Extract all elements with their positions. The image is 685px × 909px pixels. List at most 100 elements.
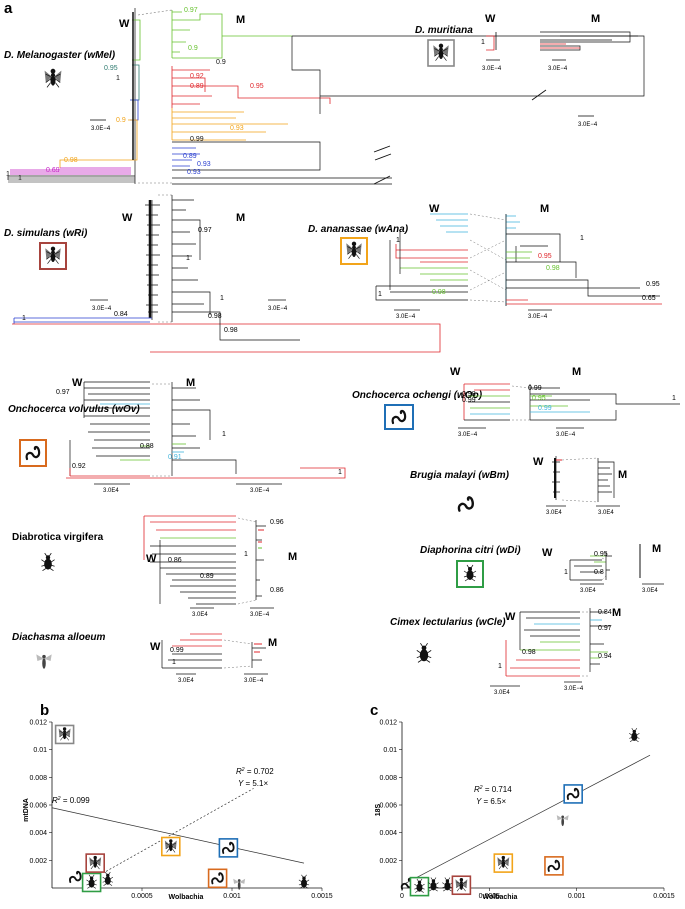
fly-orange-icon [161, 836, 181, 857]
tree-volvulus: W M Onchocerca volvulus (wOv) 0.97 0.88 … [8, 377, 346, 494]
tree-diabrotica: Diabrotica virgifera W M 0.96 0.86 0.89 … [12, 515, 297, 618]
y-tick-label: 0.004 [29, 830, 47, 837]
x-tick-label: 0.001 [568, 893, 586, 900]
taxon-diaphorina: Diaphorina citri (wDi) [420, 545, 521, 556]
x-tick-label: 0.0005 [479, 893, 501, 900]
support-value: 0.88 [140, 443, 154, 450]
support-value: 1 [222, 431, 226, 438]
support-value: 0.97 [198, 227, 212, 234]
scale-bar-label: 3.0E−4 [528, 314, 548, 320]
tree-label-w: W [533, 456, 544, 468]
tree-label-w: W [450, 366, 461, 378]
equation-annotation-b: Y = 5.1× [238, 779, 268, 788]
tree-label-w: W [122, 212, 133, 224]
scale-bar-label: 3.0E−4 [244, 678, 264, 684]
r2-annotation: R2 = 0.714 [474, 785, 512, 794]
scale-bar-label: 3.0E4 [494, 690, 510, 696]
support-value: 0.69 [46, 167, 60, 174]
scale-bar-label: 3.0E4 [178, 678, 194, 684]
tree-label-m: M [236, 14, 245, 26]
y-axis-label: mtDNA [23, 798, 30, 822]
x-tick-label: 0.0015 [311, 893, 333, 900]
support-value: 1 [580, 235, 584, 242]
tree-brugia: Brugia malayi (wBm) W M 3.0E4 3.0E4 [410, 456, 627, 516]
regression-line [51, 807, 305, 864]
support-value: 1 [22, 315, 26, 322]
support-value: 0.84 [114, 311, 128, 318]
support-value: 0.99 [462, 397, 476, 404]
y-tick-label: 0.008 [379, 775, 397, 782]
tree-muritiana: D. muritiana W M 1 3.0E−4 3.0E−4 [415, 13, 638, 72]
support-value: 0.93 [187, 169, 201, 176]
support-value: 0.9 [116, 117, 126, 124]
panel-label-b: b [40, 702, 49, 719]
support-value: 0.84 [598, 609, 612, 616]
support-value: 1 [6, 171, 10, 178]
support-value: 1 [116, 75, 120, 82]
tree-label-m: M [572, 366, 581, 378]
support-value: 0.9 [188, 45, 198, 52]
fly-orange-icon [493, 853, 514, 873]
taxon-cimex: Cimex lectularius (wCle) [390, 617, 506, 628]
support-value: 0.92 [190, 73, 204, 80]
support-value: 0.98 [224, 327, 238, 334]
x-axis-label: Wolbachia [169, 894, 204, 901]
scale-bar-label: 3.0E−4 [250, 488, 270, 494]
support-value: 0.97 [184, 7, 198, 14]
support-value: 0.98 [522, 649, 536, 656]
support-value: 0.98 [64, 157, 78, 164]
scale-bar-label: 3.0E4 [598, 510, 614, 516]
y-tick-label: 0.004 [379, 830, 397, 837]
support-value: 0.95 [104, 65, 118, 72]
scale-bar-label: 3.0E−4 [92, 306, 112, 312]
equation-annotation: Y = 6.5× [476, 797, 506, 806]
worm-blue-icon [563, 784, 583, 804]
panel-label-a: a [4, 0, 13, 17]
scale-bar-label: 3.0E−4 [578, 122, 598, 128]
support-value: 0.99 [190, 136, 204, 143]
y-tick-label: 0.01 [33, 747, 47, 754]
support-value: 0.89 [183, 153, 197, 160]
support-value: 0.98 [546, 265, 560, 272]
support-value: 0.99 [528, 385, 542, 392]
bug-icon [298, 874, 310, 889]
y-axis-label: 18S [375, 803, 382, 816]
worm-orange-icon [207, 868, 228, 889]
support-value: 0.86 [270, 587, 284, 594]
scale-bar-label: 3.0E4 [192, 612, 208, 618]
tree-label-m: M [652, 543, 661, 555]
support-value: 1 [172, 659, 176, 666]
beetle-icon [628, 727, 640, 743]
taxon-melanogaster: D. Melanogaster (wMel) [4, 50, 116, 61]
psyllid-green-icon [81, 872, 102, 893]
regression-line [401, 754, 651, 886]
tree-label-m: M [236, 212, 245, 224]
support-value: 0.97 [598, 625, 612, 632]
scale-bar-label: 3.0E−4 [564, 686, 584, 692]
tree-label-w: W [72, 377, 83, 389]
worm-blue-icon [218, 838, 239, 858]
fly-grey-icon [54, 724, 75, 745]
tree-label-m: M [591, 13, 600, 25]
beetle-icon [102, 871, 114, 886]
tree-simulans: D. simulans (wRi) W M 0.97 1 0.84 1 1 0.… [4, 194, 441, 353]
support-value: 0.93 [197, 161, 211, 168]
chart-c: 18S Wolbachia R2 = 0.714 Y = 6.5× 0.0020… [375, 720, 675, 902]
tree-melanogaster: D. Melanogaster (wMel) W M 0.97 0.9 0.95… [4, 7, 645, 185]
x-axis-label: Wolbachia [483, 894, 518, 901]
taxon-simulans: D. simulans (wRi) [4, 228, 88, 239]
support-value: 1 [378, 291, 382, 298]
scale-bar-label: 3.0E4 [546, 510, 562, 516]
tree-ochengi: Onchocerca ochengi (wOo) W M 0.99 0.98 0… [352, 366, 680, 438]
fly-red-icon [85, 853, 105, 873]
support-value: 0.95 [594, 551, 608, 558]
support-value: 0.95 [646, 281, 660, 288]
support-value: 0.98 [432, 289, 446, 296]
worm-icon [69, 870, 82, 883]
scale-bar-label: 3.0E−4 [250, 612, 270, 618]
scale-bar-label: 3.0E−4 [482, 66, 502, 72]
y-tick-label: 0.008 [29, 775, 47, 782]
chart-b: mtDNA Wolbachia R2 = 0.099 R2 = 0.702 Y … [23, 720, 333, 902]
tree-label-w: W [505, 611, 516, 623]
wasp-icon [36, 654, 52, 669]
